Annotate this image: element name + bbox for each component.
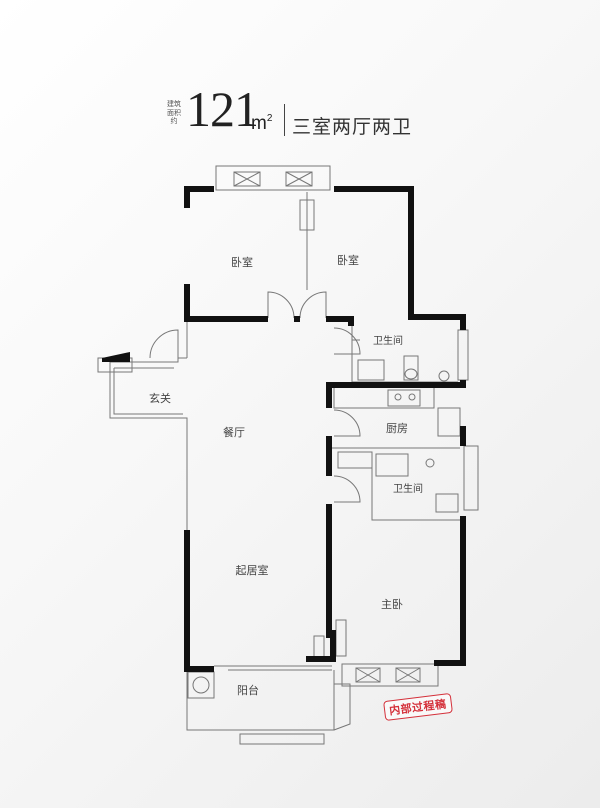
entrance-label: 玄关 — [149, 391, 171, 405]
entrance-cabinet-black — [102, 352, 130, 362]
balcony-cabinet — [187, 671, 215, 699]
master-wardrobe — [335, 619, 347, 657]
bedroom-2-label: 卧室 — [337, 253, 359, 267]
layout-type: 三室两厅两卫 — [292, 116, 413, 138]
wall-master-bottom — [434, 660, 466, 666]
bath2-outline — [371, 452, 460, 521]
wall-living-left — [184, 530, 190, 672]
wall-left-top — [184, 186, 190, 208]
room-labels: 卧室 卧室 卫生间 玄关 餐厅 厨房 卫生间 起居室 主卧 阳台 — [149, 253, 423, 697]
wall-top-left — [184, 186, 214, 192]
balcony-railing — [239, 733, 325, 745]
wall-bath1-bottom — [326, 382, 466, 388]
fridge — [337, 451, 373, 469]
header-divider — [284, 104, 285, 136]
top-window-cross-d — [285, 171, 313, 187]
door-swings — [149, 291, 361, 503]
wall-bath1-left — [348, 316, 354, 326]
wall-bedroom-bottom-c — [326, 316, 354, 322]
area-unit-base: m — [251, 113, 267, 134]
wardrobe-1 — [299, 199, 315, 231]
area-unit: m2 — [251, 113, 272, 135]
wall-master-left — [326, 504, 332, 638]
wall-living-bottom-a — [184, 666, 214, 672]
wall-right-lower — [460, 516, 466, 666]
bath1-door — [333, 327, 361, 355]
wall-right-upper — [460, 314, 466, 330]
area-unit-superscript: 2 — [266, 113, 273, 124]
stove-burner-b — [408, 393, 416, 401]
wall-left-bedroom — [184, 284, 190, 320]
master-bedroom-label: 主卧 — [381, 598, 403, 611]
kitchen-sink — [437, 407, 461, 437]
kitchen-label: 厨房 — [386, 422, 408, 435]
bath2-drain — [425, 458, 435, 468]
master-bottom-window — [341, 663, 439, 687]
bedroom-1-label: 卧室 — [231, 255, 253, 269]
bath2-basin — [375, 453, 409, 477]
master-window-pane-b — [395, 667, 421, 683]
dining-label: 餐厅 — [223, 425, 245, 439]
entrance-inner-outline — [113, 367, 183, 415]
bath1-toilet — [403, 355, 419, 381]
header: 建筑面积约 121 m2 三室两厅两卫 — [0, 0, 600, 160]
entrance-door — [149, 329, 179, 359]
right-window-2 — [463, 445, 479, 511]
master-window-cross-d — [395, 667, 421, 683]
wall-bedroom-bottom-b — [294, 316, 300, 322]
bath2-door — [333, 475, 361, 503]
master-window-pane-a — [355, 667, 381, 683]
right-window-1 — [457, 329, 469, 381]
top-window-pane-right — [285, 171, 313, 187]
area-caption: 建筑面积约 — [167, 100, 181, 125]
stove — [387, 389, 421, 407]
bath1-floor-drain — [438, 370, 450, 382]
bedroom2-door — [299, 291, 327, 319]
wall-living-right — [330, 630, 336, 662]
wall-right-step — [408, 314, 466, 320]
balcony-right-edge — [333, 683, 351, 731]
top-window-pane-left — [233, 171, 261, 187]
bedroom1-door — [267, 291, 295, 319]
kitchen-counter — [333, 385, 435, 409]
wall-kitchen-left-top — [326, 382, 332, 408]
thick-walls — [102, 186, 466, 672]
balcony-label: 阳台 — [237, 683, 259, 697]
wall-right-top — [408, 186, 414, 320]
wall-kitchen-left-mid — [326, 436, 332, 476]
thin-walls — [97, 165, 479, 745]
top-window-frame — [215, 165, 331, 191]
balcony-outline — [228, 665, 332, 671]
living-left-outline — [186, 670, 335, 731]
area-value: 121 — [186, 81, 259, 137]
wall-bedroom-bottom-a — [184, 316, 268, 322]
bath1-toilet-bowl — [404, 368, 418, 380]
wall-living-bottom-b — [306, 656, 336, 662]
living-label: 起居室 — [236, 563, 269, 577]
bath1-basin — [357, 359, 385, 381]
master-window-cross-b — [355, 667, 381, 683]
bath2-toilet — [435, 493, 459, 513]
wall-top-right — [334, 186, 414, 192]
bathroom-2-label: 卫生间 — [393, 482, 423, 495]
wall-right-bath2 — [460, 426, 466, 446]
living-tv-cabinet — [313, 635, 325, 659]
top-window-cross-b — [233, 171, 261, 187]
kitchen-door — [333, 409, 361, 437]
stove-burner-a — [394, 393, 402, 401]
entrance-outline — [109, 357, 188, 530]
washer-drum — [192, 676, 210, 694]
bathroom-1-label: 卫生间 — [373, 334, 403, 347]
